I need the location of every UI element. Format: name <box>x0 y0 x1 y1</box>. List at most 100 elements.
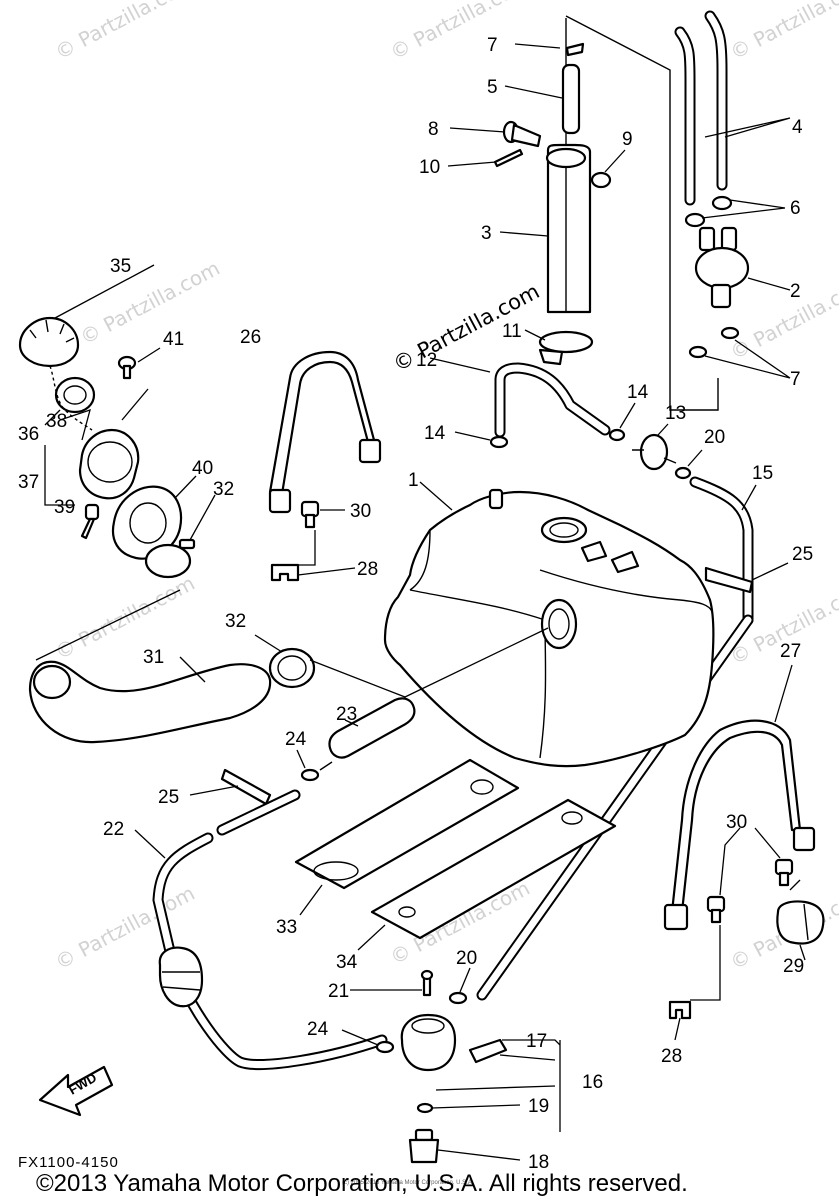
part-28-bracket-right <box>668 1000 692 1020</box>
part-6-clips <box>684 195 733 228</box>
part-5-pipe <box>561 63 581 135</box>
part-35-filler-cap <box>18 316 80 368</box>
part-18-drain-bolt <box>408 1128 440 1164</box>
callout-13: 13 <box>665 403 686 424</box>
fwd-arrow-icon: FWD <box>38 1065 114 1117</box>
part-2-check-valve <box>694 226 750 309</box>
part-27-band <box>663 719 816 931</box>
part-7-clip-top <box>565 42 585 57</box>
watermark: © Partzilla.com <box>386 0 534 64</box>
callout-30: 30 <box>350 501 371 522</box>
part-3-pipe <box>545 143 592 314</box>
part-24-clip-upper <box>300 768 320 782</box>
callout-12: 12 <box>416 350 437 371</box>
part-28-bracket-left <box>270 563 300 582</box>
part-19-o-ring <box>416 1102 434 1114</box>
part-7-clips-lower <box>688 326 740 359</box>
part-20-clip-lower <box>448 991 468 1005</box>
callout-20: 20 <box>704 427 725 448</box>
watermark: © Partzilla.com <box>76 256 224 350</box>
callout-1: 1 <box>408 470 419 491</box>
part-30-bolt-right <box>706 858 794 924</box>
callout-14: 14 <box>424 423 446 444</box>
part-13-fitting <box>632 433 677 471</box>
callout-39: 39 <box>54 497 75 518</box>
callout-11: 11 <box>502 321 522 342</box>
connection-line <box>309 627 549 698</box>
part-37-filler-neck <box>78 428 140 500</box>
part-8-bolt <box>502 120 542 148</box>
part-32-clamp-upper <box>144 538 196 579</box>
part-23-filter <box>319 697 416 771</box>
part-22-fuel-hose <box>152 832 388 1071</box>
part-33-pad <box>294 758 520 890</box>
part-40-gasket <box>111 485 183 560</box>
part-34-pad <box>370 798 617 940</box>
callout-19: 19 <box>528 1096 549 1117</box>
callout-28: 28 <box>661 1046 682 1067</box>
callout-25: 25 <box>158 787 179 808</box>
watermark: © Partzilla.com <box>726 271 839 365</box>
callout-3: 3 <box>481 223 492 244</box>
part-10-pin <box>493 148 524 168</box>
callout-32: 32 <box>225 611 246 632</box>
callout-28: 28 <box>357 559 378 580</box>
part-36-o-ring <box>54 376 96 414</box>
callout-16: 16 <box>582 1072 603 1093</box>
callout-24: 24 <box>285 729 307 750</box>
part-9-washer <box>590 171 612 189</box>
callout-14: 14 <box>627 382 649 403</box>
callout-33: 33 <box>276 917 297 938</box>
part-30-bolt-left <box>300 500 320 529</box>
callout-41: 41 <box>163 329 184 350</box>
callout-29: 29 <box>783 956 804 977</box>
callout-32: 32 <box>213 479 234 500</box>
watermark: © Partzilla.com <box>51 571 199 665</box>
part-38-chain <box>49 365 93 431</box>
callout-23: 23 <box>336 704 357 725</box>
callout-37: 37 <box>18 472 39 493</box>
callout-leaders <box>44 43 806 1161</box>
part-11-clamp <box>538 330 594 366</box>
part-41-screw <box>117 355 137 380</box>
part-4-breather-tubes <box>674 10 728 206</box>
callout-10: 10 <box>419 157 440 178</box>
callout-7: 7 <box>487 35 498 56</box>
group-bracket-lines <box>565 15 719 411</box>
callout-21: 21 <box>328 981 349 1002</box>
callout-26: 26 <box>240 327 261 348</box>
part-25-tie-right <box>704 566 754 594</box>
connection-line <box>35 589 181 661</box>
callout-35: 35 <box>110 256 131 277</box>
part-39-bolt <box>80 503 100 540</box>
watermark: © Partzilla.com <box>51 0 199 64</box>
callout-9: 9 <box>622 129 633 150</box>
part-24-clip-lower <box>375 1040 395 1054</box>
part-21-screw <box>420 969 434 997</box>
callout-36: 36 <box>18 424 39 445</box>
callout-40: 40 <box>192 458 213 479</box>
hose-segment <box>216 789 301 836</box>
callout-20: 20 <box>456 948 477 969</box>
callout-4: 4 <box>792 117 803 138</box>
callout-numbers: 7 5 8 9 10 3 4 6 2 7 11 12 14 14 13 20 1… <box>18 35 813 1173</box>
part-29-bracket <box>776 900 825 945</box>
callout-27: 27 <box>780 641 801 662</box>
part-1-fuel-tank <box>383 488 715 768</box>
callout-2: 2 <box>790 281 801 302</box>
callout-31: 31 <box>143 647 164 668</box>
part-20-clip-upper <box>674 466 692 480</box>
callout-17: 17 <box>526 1031 547 1052</box>
copyright-text: ©2013 Yamaha Motor Corporation, U.S.A. A… <box>36 1170 688 1197</box>
callout-30: 30 <box>726 812 747 833</box>
watermark: © Partzilla.com <box>726 0 839 64</box>
diagram-code: FX1100-4150 <box>18 1154 119 1171</box>
callout-7: 7 <box>790 369 801 390</box>
callout-6: 6 <box>790 198 801 219</box>
callout-34: 34 <box>336 952 358 973</box>
callout-15: 15 <box>752 463 773 484</box>
part-26-band <box>268 350 382 514</box>
callout-5: 5 <box>487 77 498 98</box>
part-12-vent-hose <box>494 362 611 438</box>
